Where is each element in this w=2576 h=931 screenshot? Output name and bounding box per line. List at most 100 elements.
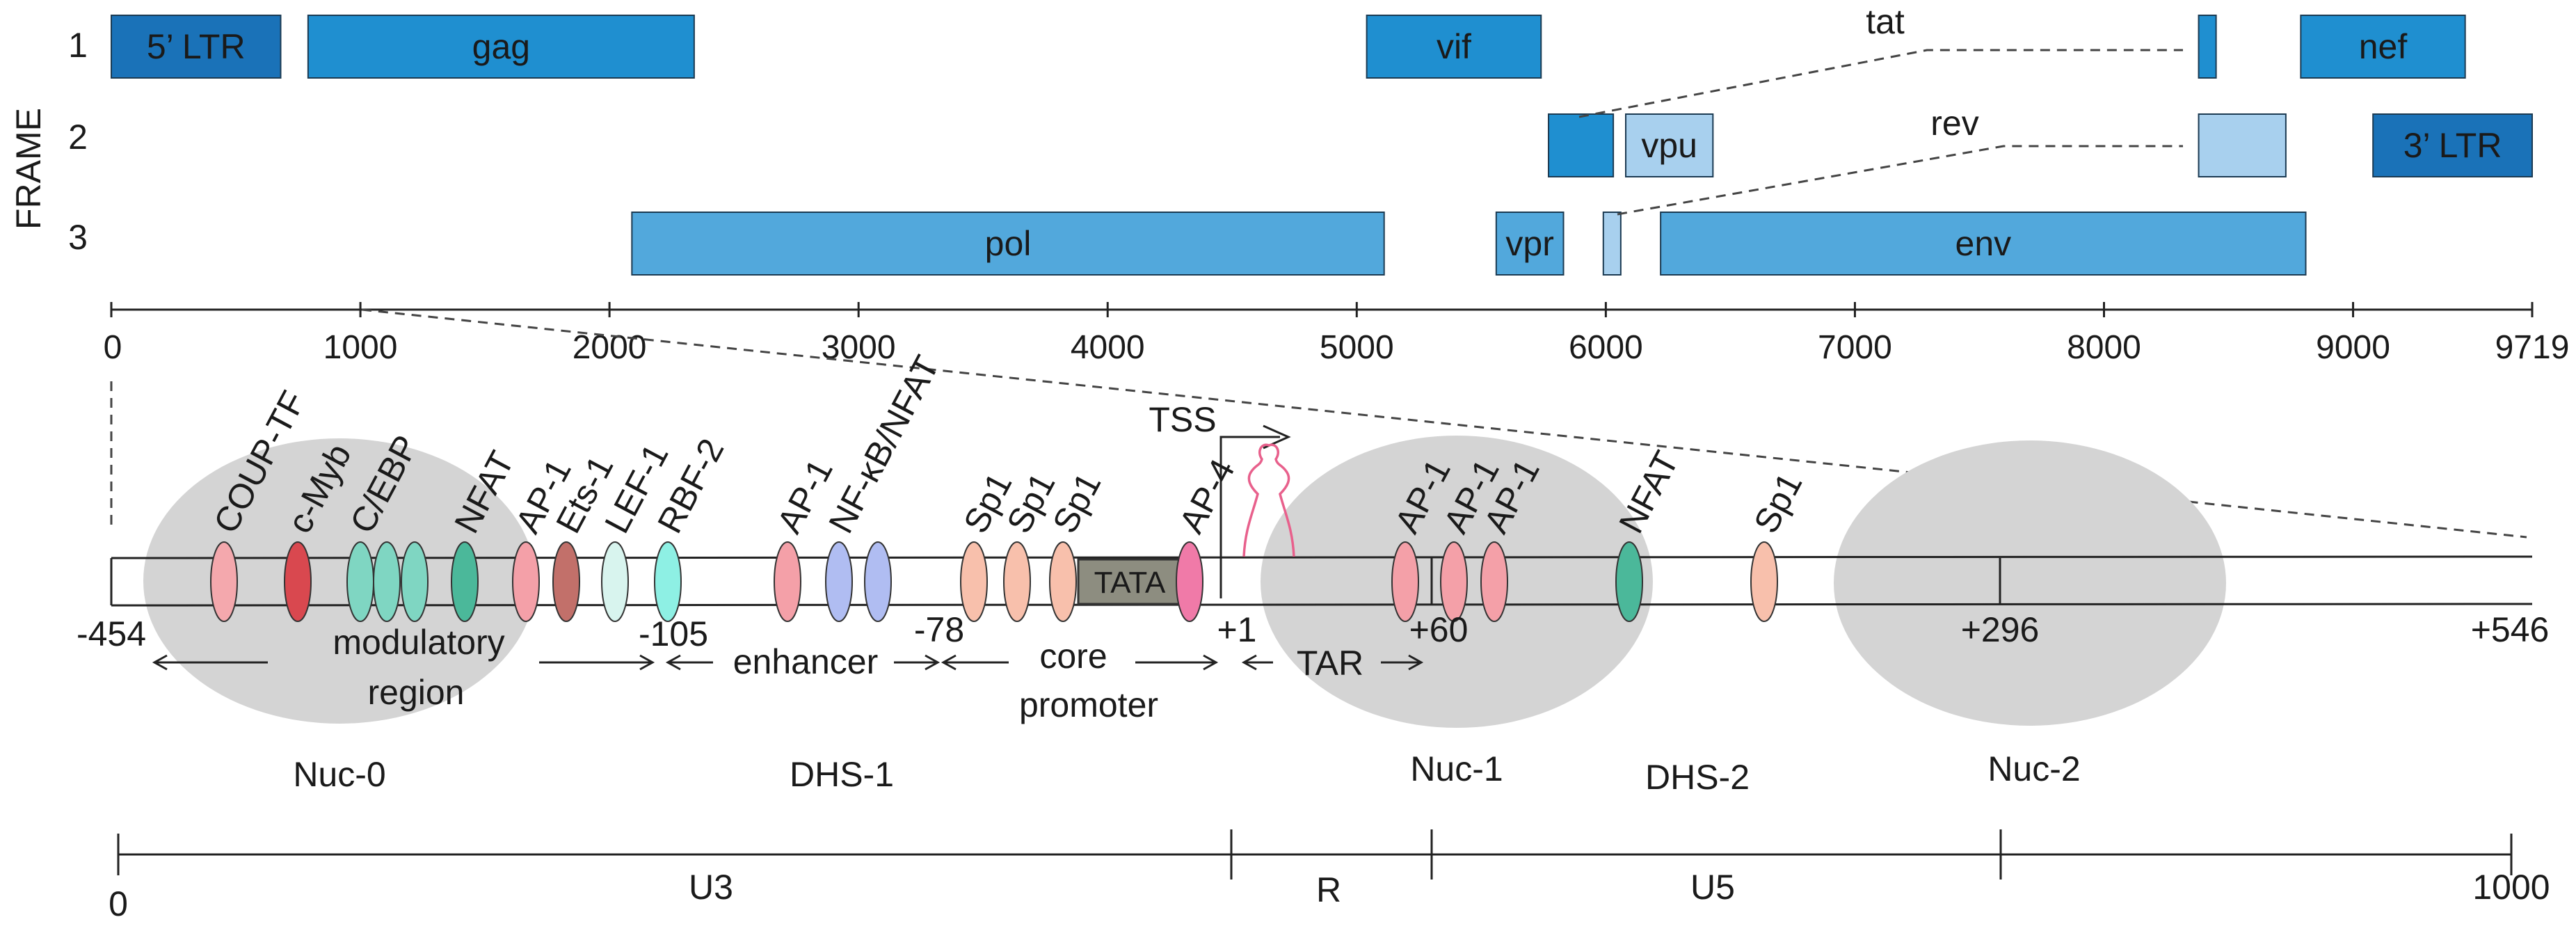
genome-tick-label-3000: 3000 <box>822 329 896 366</box>
gene-label-env: env <box>1955 224 2012 263</box>
binding-site-sp1-15 <box>1049 541 1077 622</box>
gene-label-3-ltr: 3’ LTR <box>2403 126 2502 165</box>
nuc1-label: Nuc-1 <box>1410 749 1503 788</box>
enhancer-arrowhead-left <box>665 654 681 671</box>
binding-site-ets-1-7 <box>552 541 580 622</box>
tar-arrowhead-left <box>1241 654 1257 671</box>
binding-site-sp1-14 <box>1003 541 1031 622</box>
gene-box-5-ltr <box>111 15 282 79</box>
gene-box-exon-3 <box>2198 15 2217 79</box>
core-arrowhead-right <box>1203 654 1219 671</box>
tar-stem-loop <box>1242 443 1295 557</box>
tar-arrowhead-right <box>1408 654 1424 671</box>
genome-tick-label-2000: 2000 <box>573 329 647 366</box>
binding-site-rbf-2-9 <box>654 541 682 622</box>
position-minus105: -105 <box>639 614 708 653</box>
frame-label-3: 3 <box>68 218 88 257</box>
position-plus296: +296 <box>1961 610 2040 649</box>
genome-tick-label-5000: 5000 <box>1320 329 1394 366</box>
tat-label: tat <box>1866 2 1905 41</box>
gene-label-vif: vif <box>1437 27 1471 66</box>
genome-tick-label-1000: 1000 <box>323 329 398 366</box>
gene-box-vpr <box>1495 212 1565 276</box>
binding-site-unlabeled-4 <box>401 541 429 622</box>
genome-tick-label-6000: 6000 <box>1569 329 1643 366</box>
position-plus1: +1 <box>1217 610 1256 649</box>
gene-label-vpu: vpu <box>1641 126 1697 165</box>
binding-site-nfat-5 <box>451 541 479 622</box>
tar-label: TAR <box>1297 644 1363 683</box>
gene-box-exon-7 <box>2198 113 2287 177</box>
binding-site-ap-1-19 <box>1480 541 1508 622</box>
position-plus60: +60 <box>1409 610 1469 649</box>
binding-site-label-20: NFAT <box>1611 445 1686 539</box>
gene-box-nef <box>2300 15 2466 79</box>
segment-r: R <box>1316 870 1341 909</box>
frame-label-2: 2 <box>68 118 88 157</box>
binding-site-ap-1-18 <box>1440 541 1468 622</box>
binding-site-ap-1-6 <box>512 541 540 622</box>
genome-tick-label-4000: 4000 <box>1071 329 1145 366</box>
modulatory-label: modulatory <box>333 623 504 662</box>
binding-site-sp1-21 <box>1750 541 1778 622</box>
frame-axis-title: FRAME <box>9 108 48 230</box>
gene-box-exon-11 <box>1602 212 1622 276</box>
genome-tick-label-0: 0 <box>104 329 122 366</box>
segment-u3: U3 <box>689 868 733 907</box>
binding-site-sp1-13 <box>960 541 988 622</box>
genome-tick-label-9719: 9719 <box>2495 329 2570 366</box>
segment-u5: U5 <box>1690 868 1735 907</box>
binding-site-ap-1-17 <box>1391 541 1419 622</box>
promoter-label: promoter <box>1019 685 1158 724</box>
modulatory-arrowhead-right <box>639 654 655 671</box>
gene-box-vpu <box>1625 113 1714 177</box>
binding-site-ap-4-16 <box>1176 541 1203 622</box>
binding-site-label-9: RBF-2 <box>650 432 731 539</box>
binding-site-label-14: Sp1 <box>999 466 1062 539</box>
binding-site-label-15: Sp1 <box>1045 466 1108 539</box>
frame-label-1: 1 <box>68 26 88 65</box>
gene-label-gag: gag <box>472 27 530 66</box>
position-minus78: -78 <box>914 610 964 649</box>
enhancer-arrowhead-right <box>925 654 941 671</box>
tss-arrow <box>1219 436 1280 598</box>
position-minus454: -454 <box>77 614 146 653</box>
binding-site-c-myb-1 <box>284 541 312 622</box>
binding-site-nfat-20 <box>1615 541 1643 622</box>
binding-site-unlabeled-12 <box>864 541 892 622</box>
ltr-scale-end: 1000 <box>2472 868 2550 907</box>
gene-label-5-ltr: 5’ LTR <box>147 27 246 66</box>
enhancer-label: enhancer <box>733 642 879 681</box>
rev-splice-line <box>1617 145 2183 216</box>
dhs2-label: DHS-2 <box>1645 758 1750 797</box>
modulatory-arrowhead-left <box>152 654 168 671</box>
gene-box-pol <box>631 212 1385 276</box>
dhs1-label: DHS-1 <box>790 755 894 794</box>
tat-splice-line <box>1578 49 2183 118</box>
binding-site-label-16: AP-4 <box>1171 453 1242 539</box>
gene-box-vif <box>1366 15 1542 79</box>
binding-site-unlabeled-3 <box>373 541 401 622</box>
ltr-scale-start: 0 <box>109 884 128 923</box>
gene-label-pol: pol <box>985 224 1032 263</box>
gene-label-nef: nef <box>2359 27 2408 66</box>
nucleosome-nuc0 <box>143 438 536 724</box>
position-plus546: +546 <box>2471 610 2550 649</box>
nucleosome-nuc2 <box>1834 440 2226 726</box>
gene-box-env <box>1660 212 2307 276</box>
binding-site-coup-tf-0 <box>210 541 238 622</box>
binding-site-ap-1-10 <box>774 541 801 622</box>
gene-box-exon-5 <box>1548 113 1615 177</box>
binding-site-label-21: Sp1 <box>1746 466 1809 539</box>
gene-box-gag <box>307 15 695 79</box>
region-label: region <box>368 673 465 712</box>
tata-label: TATA <box>1094 566 1166 600</box>
tss-label: TSS <box>1149 400 1216 439</box>
gene-box-3-ltr <box>2372 113 2534 177</box>
binding-site-lef-1-8 <box>601 541 629 622</box>
binding-site-nf-b-nfat-11 <box>825 541 853 622</box>
